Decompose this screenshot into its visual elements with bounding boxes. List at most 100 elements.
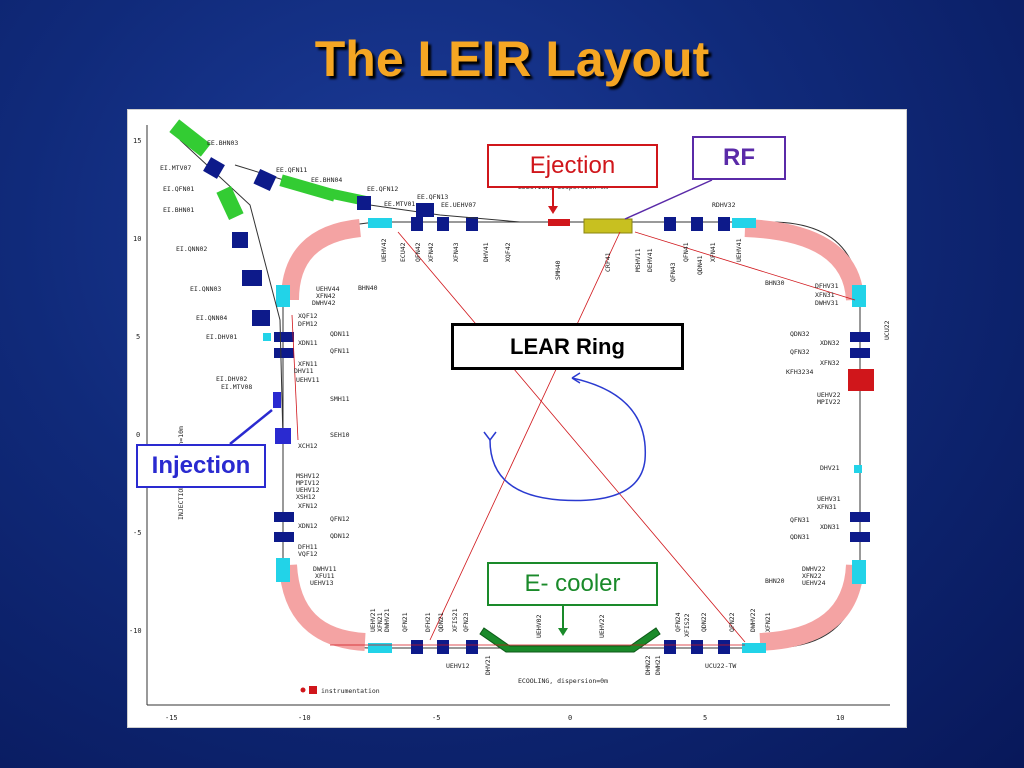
cyan-block [732,218,756,228]
element-label: UCU22 [883,320,891,340]
element-label: DHV41 [482,242,490,262]
element-label: QDN31 [790,533,810,541]
quad-block [274,512,294,522]
quad-block [274,532,294,542]
element-label: UEHV24 [802,579,826,587]
element-label: EI.DHV01 [206,333,237,341]
element-label: QDN12 [330,532,350,540]
cyan-block [852,560,866,584]
ref-line [291,314,299,441]
quad-block [850,512,870,522]
element-label: XQF12 [298,312,318,320]
element-label: QFN11 [330,347,350,355]
element-label: XDN11 [298,339,318,347]
quad-block [718,217,730,231]
element-label: UEHV22 [598,614,606,638]
transfer-line-labels: EE.BHN03 EE.QFN11 EE.BHN04 EE.QFN12 EE.M… [160,139,476,391]
element-label: QDN41 [696,255,704,275]
element-label: QFN32 [790,348,810,356]
element-label: EI.QNN03 [190,285,221,293]
y-tick-label: 0 [136,431,140,439]
cyan-block [852,285,866,307]
element-label: DWHV22 [749,608,757,632]
tl-green-dipole [169,119,211,157]
element-label: DWHV11 [313,565,337,573]
ref-line [429,231,621,641]
bottom-caption: ECOOLING, dispersion=0m [518,677,608,685]
quad-block [274,348,294,358]
quad-block [718,640,730,654]
y-tick-label: 15 [133,137,141,145]
electron-cooler [479,627,661,653]
lear-arrow-head [571,372,581,384]
quad-block [437,217,449,231]
quad-block [850,332,870,342]
element-label: KFH3234 [786,368,813,376]
element-label: XQF42 [504,242,512,262]
element-label: SEH10 [330,431,350,439]
element-label: QDN21 [437,612,445,632]
y-tick-label: -10 [129,627,142,635]
element-label: UEHV11 [296,376,320,384]
injection-callout: Injection [136,444,266,488]
element-label: EE.QFN13 [417,193,448,201]
element-label: XFU11 [315,572,335,580]
element-label: UEHV13 [310,579,334,587]
left-side-labels: UEHV44 XFN42 DWHV42 XQF12 DFM12 QDN11 XD… [294,285,350,587]
quad-block [850,348,870,358]
layout-panel [127,109,907,728]
element-label: DFHV31 [815,282,839,290]
lear-ring-callout: LEAR Ring [451,323,684,370]
element-label: UEHV12 [446,662,470,670]
element-label: XSH12 [296,493,316,501]
element-label: XFIS22 [683,613,691,637]
element-label: DWHV22 [802,565,826,573]
element-label: DFM12 [298,320,318,328]
element-label: SMH40 [554,260,562,280]
kfh-block [848,369,874,391]
element-label: UEHV41 [735,238,743,262]
rf-cavity [583,218,633,234]
reference-lines [291,231,856,646]
element-label: UEHV44 [316,285,340,293]
tl-quad [416,203,434,217]
element-label: EE.BHN03 [207,139,238,147]
quad-block [437,640,449,654]
element-label: UEHV22 [817,391,841,399]
element-label: XCH12 [298,442,318,450]
element-label: XFN12 [298,502,318,510]
element-label: EI.BHN01 [163,206,194,214]
element-label: DWH21 [654,655,662,675]
transfer-line [169,119,521,444]
element-label: XFN31 [815,291,835,299]
element-label: QFN23 [462,612,470,632]
ref-line [397,231,746,643]
injection-pointer [229,409,273,445]
element-label: EI.MTV07 [160,164,191,172]
quad-block [691,640,703,654]
axes: -15 -10 -5 0 5 10 15 10 5 0 -5 -10 [129,125,890,722]
element-label: VQF12 [298,550,318,558]
element-label: QDN11 [330,330,350,338]
rf-callout: RF [692,136,786,180]
cooler-pointer-head [558,628,568,636]
quad-block [466,640,478,654]
element-label: SMH11 [330,395,350,403]
lear-direction-arrow [489,377,647,502]
element-label: EI.MTV08 [221,383,252,391]
element-label: UEHV31 [817,495,841,503]
element-label: MPIV22 [817,398,841,406]
right-side-labels: RDHV32 BHN30 DFHV31 XFN31 DWHV31 UCU22 Q… [712,201,891,587]
quad-block [664,217,676,231]
cyan-block [276,558,290,582]
element-label: XFN41 [709,242,717,262]
element-label: UEHV02 [535,614,543,638]
element-label: EI.QFN01 [163,185,194,193]
element-label: XFN11 [298,360,318,368]
element-label: XDN31 [820,523,840,531]
x-tick-label: -15 [165,714,178,722]
cyan-elements [263,218,866,653]
element-label: BHN30 [765,279,785,287]
legend-marker-square [309,686,317,694]
